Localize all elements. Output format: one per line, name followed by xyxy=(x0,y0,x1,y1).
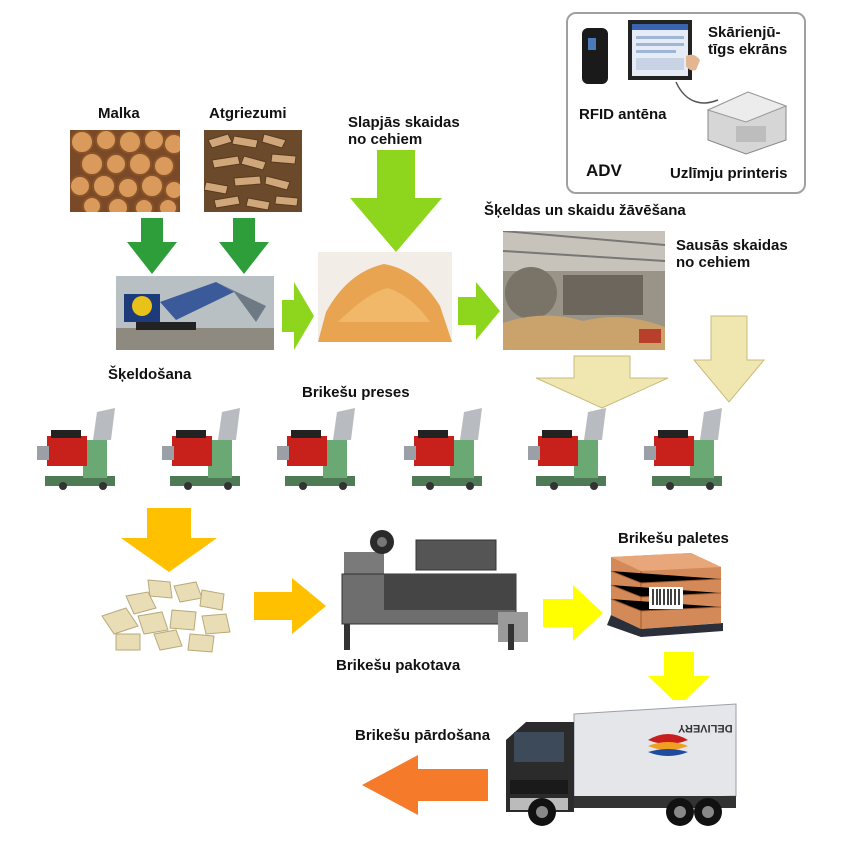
drying-facility-image xyxy=(503,231,665,350)
atgriezumi-label: Atgriezumi xyxy=(209,105,287,122)
touchscreen-monitor-icon xyxy=(628,20,700,80)
label-printer-icon xyxy=(706,91,788,155)
zavesana-label: Šķeldas un skaidu žāvēšana xyxy=(484,202,686,219)
press-machine-image xyxy=(404,408,482,490)
press-machine-image xyxy=(277,408,355,490)
right-arrow-orange-yellow xyxy=(254,578,326,634)
down-arrow-wet-chips xyxy=(350,150,442,252)
right-arrow-green-2 xyxy=(458,282,500,340)
adv-panel: Skārienjū- tīgs ekrāns RFID antēna ADV U… xyxy=(566,12,806,194)
adv-equipment-illustration xyxy=(582,20,788,155)
touchscreen-label: Skārienjū- tīgs ekrāns xyxy=(708,24,788,58)
down-arrow-green-atgriezumi xyxy=(219,218,269,274)
down-arrow-green-malka xyxy=(127,218,177,274)
down-arrow-beige-2 xyxy=(692,315,766,403)
down-arrow-orange-yellow xyxy=(121,508,217,572)
malka-label: Malka xyxy=(98,105,140,122)
preses-label: Brikešu preses xyxy=(302,384,410,401)
sawdust-pile-image xyxy=(318,252,452,342)
skeldosana-label: Šķeldošana xyxy=(108,366,192,383)
press-machine-image xyxy=(162,408,240,490)
down-arrow-beige-1 xyxy=(535,355,669,409)
right-arrow-yellow xyxy=(543,585,603,641)
pallet-image xyxy=(605,553,723,641)
press-machine-image xyxy=(644,408,722,490)
firewood-image xyxy=(70,130,180,212)
press-machine-image xyxy=(528,408,606,490)
pakotava-label: Brikešu pakotava xyxy=(336,657,461,674)
rfid-antenna-icon xyxy=(582,28,608,84)
pardosana-label: Brikešu pārdošana xyxy=(355,727,491,744)
right-arrow-green-1 xyxy=(282,282,314,350)
adv-label: ADV xyxy=(586,161,622,180)
printer-label: Uzlīmju printeris xyxy=(670,165,788,182)
chipper-machine-image xyxy=(116,276,274,350)
down-arrow-yellow xyxy=(648,652,710,706)
left-arrow-orange xyxy=(362,755,488,815)
offcuts-image xyxy=(204,130,302,212)
paletes-label: Brikešu paletes xyxy=(618,530,729,547)
press-machine-image xyxy=(37,408,115,490)
rfid-label: RFID antēna xyxy=(579,106,667,123)
sausas-skaidas-label: Sausās skaidas no cehiem xyxy=(676,237,788,271)
slapjas-skaidas-label: Slapjās skaidas no cehiem xyxy=(348,114,460,148)
packaging-machine-image xyxy=(338,526,530,652)
truck-brand-text: DELIVERY xyxy=(678,722,733,734)
briquettes-image xyxy=(98,576,238,654)
delivery-truck-image: DELIVERY xyxy=(500,700,742,832)
